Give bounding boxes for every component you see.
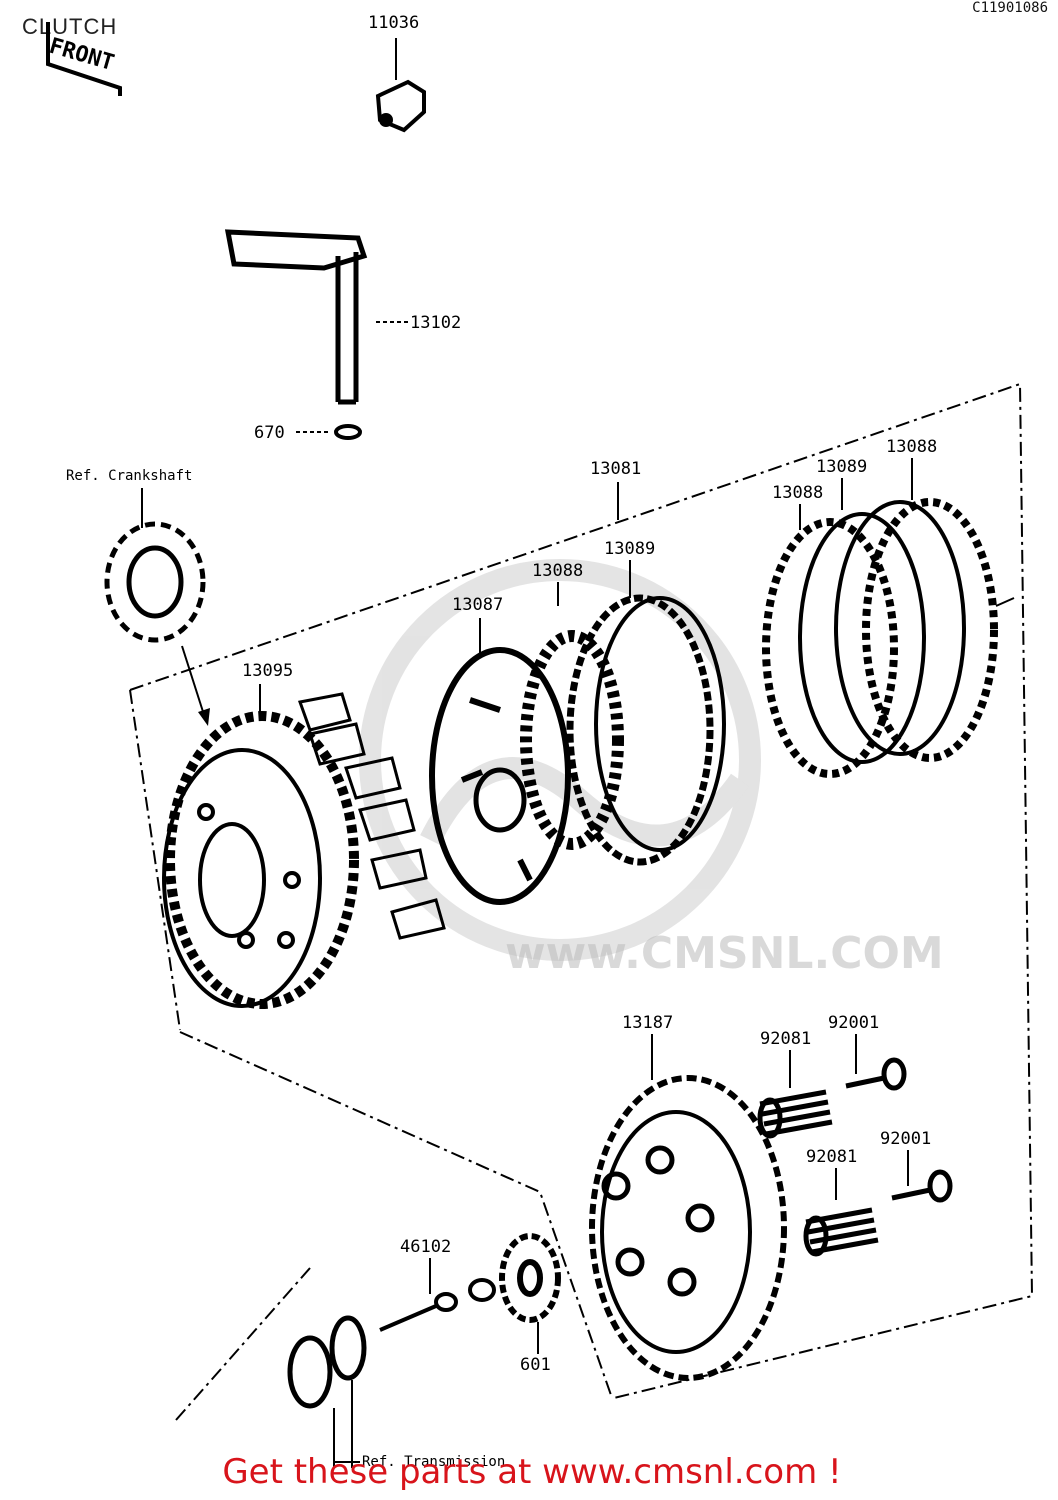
label-13088-mid: 13088 [772,483,823,503]
label-13089-top: 13089 [816,457,867,477]
part-92081-spring-b [803,1207,879,1257]
label-13089-left: 13089 [604,539,655,559]
label-11036: 11036 [368,13,419,33]
part-92001-bolt-a [845,1057,907,1091]
label-ref-crankshaft: Ref. Crankshaft [66,468,192,484]
label-13102: 13102 [410,313,461,333]
label-92081-a: 92081 [760,1029,811,1049]
label-46102: 46102 [400,1237,451,1257]
label-670: 670 [254,423,285,443]
footer-link[interactable]: Get these parts at www.cmsnl.com ! [222,1452,842,1492]
label-ref-transmission: Ref. Transmission [362,1454,505,1470]
label-13095: 13095 [242,661,293,681]
part-plates-left [566,594,726,866]
part-13187-pressure-plate [589,1075,787,1381]
part-601-bearing [499,1233,561,1323]
label-13087: 13087 [452,595,503,615]
front-arrow [46,22,122,96]
part-13087-clutch-hub [429,630,624,905]
part-92001-bolt-b [891,1169,953,1203]
label-92081-b: 92081 [806,1147,857,1167]
label-13088-top: 13088 [886,437,937,457]
label-13081: 13081 [590,459,641,479]
label-13088-left: 13088 [532,561,583,581]
watermark-logo [359,559,761,961]
label-601: 601 [520,1355,551,1375]
part-13102-release-shaft [224,229,368,405]
part-92081-spring-a [757,1089,833,1139]
label-92001-b: 92001 [880,1129,931,1149]
assembly-frame [129,382,1034,1421]
part-13095-clutch-housing [162,692,446,1009]
diagram-title: CLUTCH [22,14,118,39]
label-13187: 13187 [622,1013,673,1033]
part-transmission-washers [287,1315,367,1409]
label-92001-a: 92001 [828,1013,879,1033]
part-11036-bracket [375,79,426,133]
part-46102-pushrod [379,1278,496,1332]
part-plates-right [762,498,998,778]
part-670-washer [334,424,362,440]
watermark-url: www.CMSNL.COM [505,928,944,979]
part-crankshaft-gear [104,521,206,643]
front-label: FRONT [46,34,117,76]
diagram-code: C11901086 [972,0,1048,16]
